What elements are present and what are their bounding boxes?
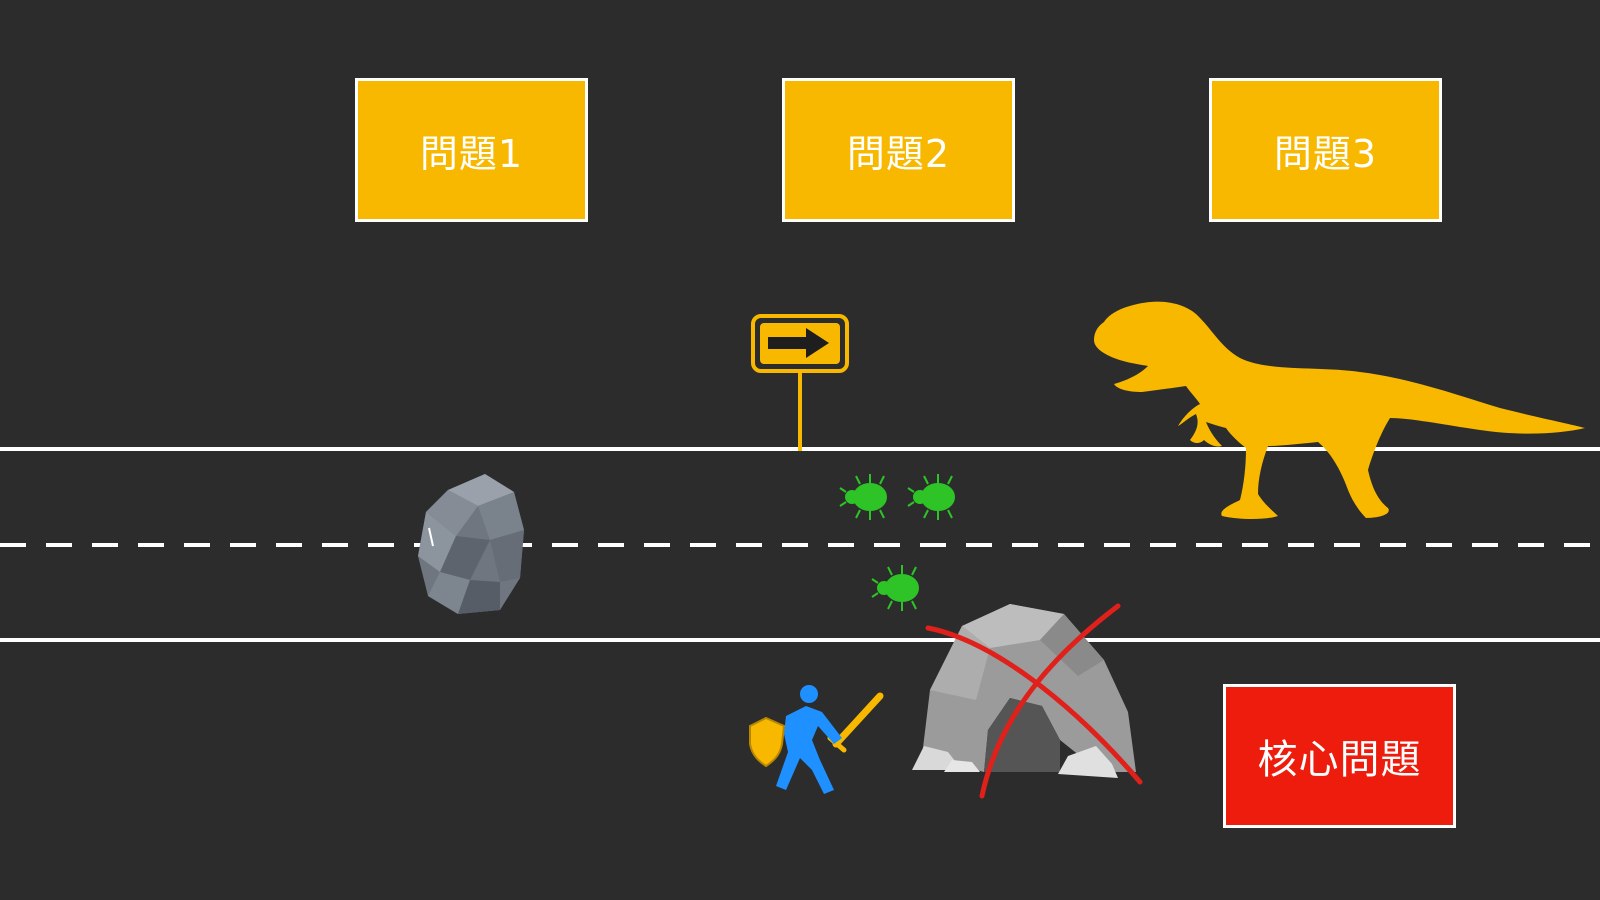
problem-label-2: 問題2	[846, 131, 951, 176]
knight-icon	[749, 685, 884, 794]
core-problem-label: 核心問題	[1257, 737, 1422, 783]
cross-mark-icon	[925, 603, 1143, 799]
arrow-sign-icon	[751, 314, 849, 451]
rock-icon	[418, 474, 524, 614]
core-problem-box: 核心問題	[1223, 684, 1456, 828]
problem-label-3: 問題3	[1273, 131, 1378, 176]
bug-icon	[907, 474, 955, 520]
bug-icon	[839, 474, 887, 520]
problem-box-1: 問題1	[355, 78, 588, 222]
dinosaur-icon	[1094, 301, 1585, 519]
problem-box-3: 問題3	[1209, 78, 1442, 222]
problem-label-1: 問題1	[419, 131, 524, 176]
bug-icon	[871, 565, 919, 611]
problem-box-2: 問題2	[782, 78, 1015, 222]
